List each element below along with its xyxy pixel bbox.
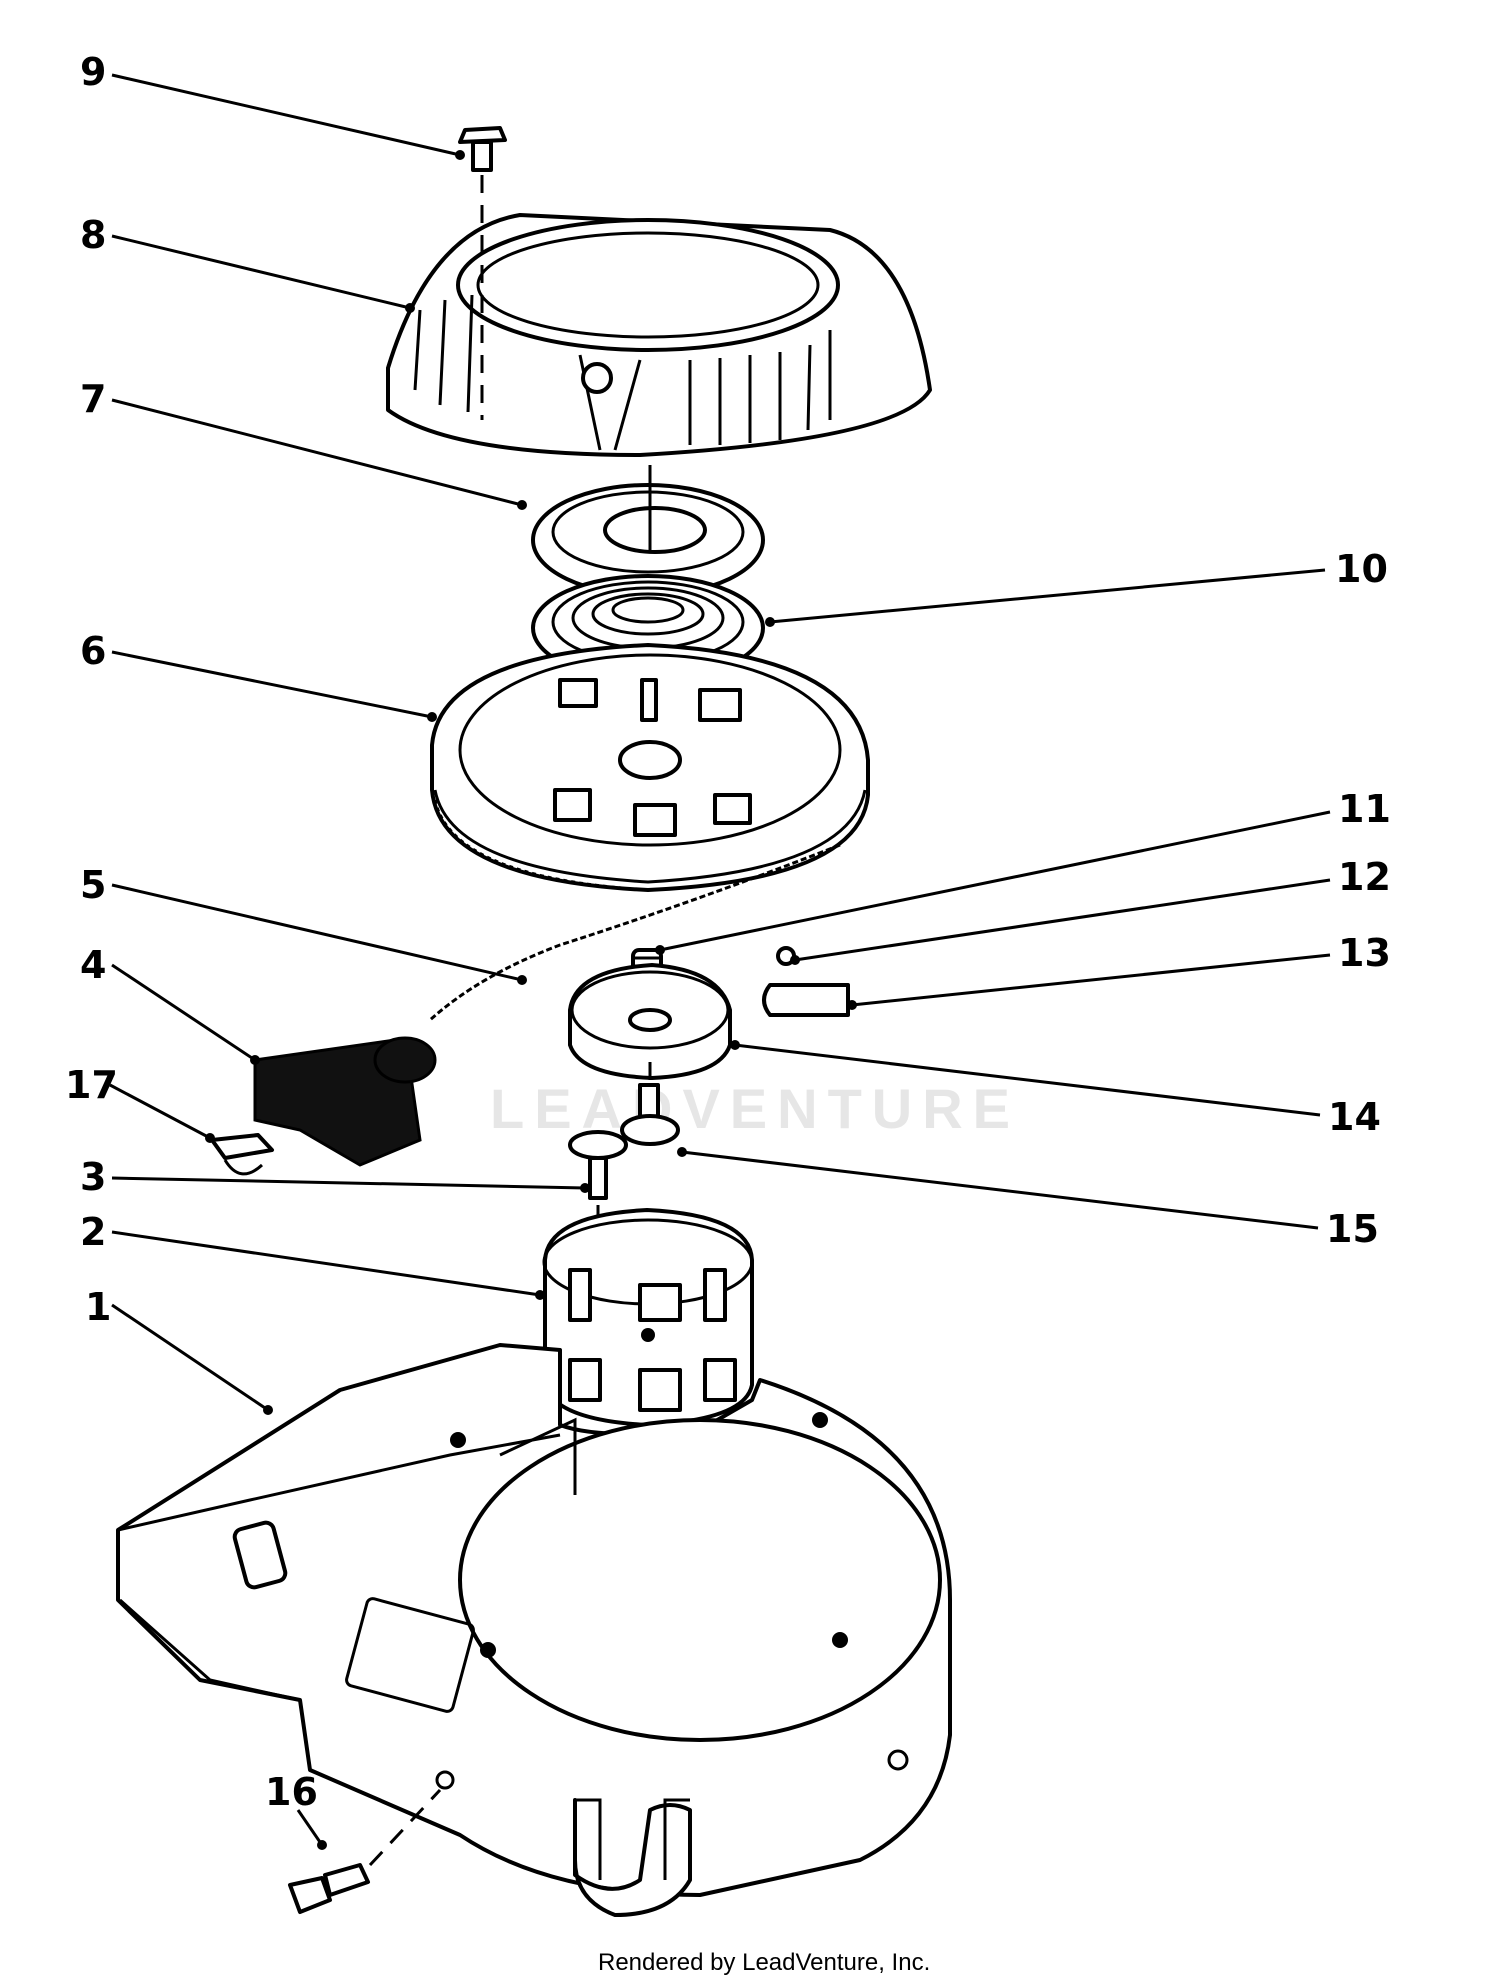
callout-3: 3 [80, 1155, 106, 1199]
part-8-cover [386, 213, 932, 457]
callout-12: 12 [1338, 855, 1391, 899]
callout-8: 8 [80, 213, 106, 257]
callout-6: 6 [80, 629, 106, 673]
credit-text: Rendered by LeadVenture, Inc. [598, 1949, 930, 1976]
part-1-housing [116, 1343, 952, 1917]
callout-4: 4 [80, 943, 106, 987]
part-7-spring-cup [531, 465, 765, 597]
part-6-pulley [430, 643, 870, 892]
callout-15: 15 [1326, 1207, 1379, 1251]
callout-5: 5 [80, 863, 106, 907]
callouts: 9 8 7 10 6 11 12 13 5 4 14 17 3 15 2 1 1 [65, 50, 1391, 1850]
part-14-cam [568, 963, 732, 1080]
part-5-rope [428, 843, 841, 1022]
part-17-clip [210, 1133, 274, 1176]
callout-11: 11 [1338, 787, 1391, 831]
part-2-cup [542, 1208, 754, 1427]
callout-17: 17 [65, 1063, 118, 1107]
part-15-screw [620, 1050, 680, 1146]
callout-14: 14 [1328, 1095, 1381, 1139]
part-13-dog [762, 983, 850, 1017]
callout-7: 7 [80, 377, 106, 421]
callout-10: 10 [1335, 547, 1388, 591]
watermark: LEADVENTURE [490, 1077, 1020, 1140]
callout-9: 9 [80, 50, 106, 94]
part-9-screw [458, 126, 507, 420]
callout-2: 2 [80, 1210, 106, 1254]
callout-13: 13 [1338, 931, 1391, 975]
callout-16: 16 [265, 1770, 318, 1814]
part-16-screw [288, 1788, 442, 1914]
part-4-handle [253, 1036, 437, 1167]
callout-1: 1 [85, 1285, 111, 1329]
